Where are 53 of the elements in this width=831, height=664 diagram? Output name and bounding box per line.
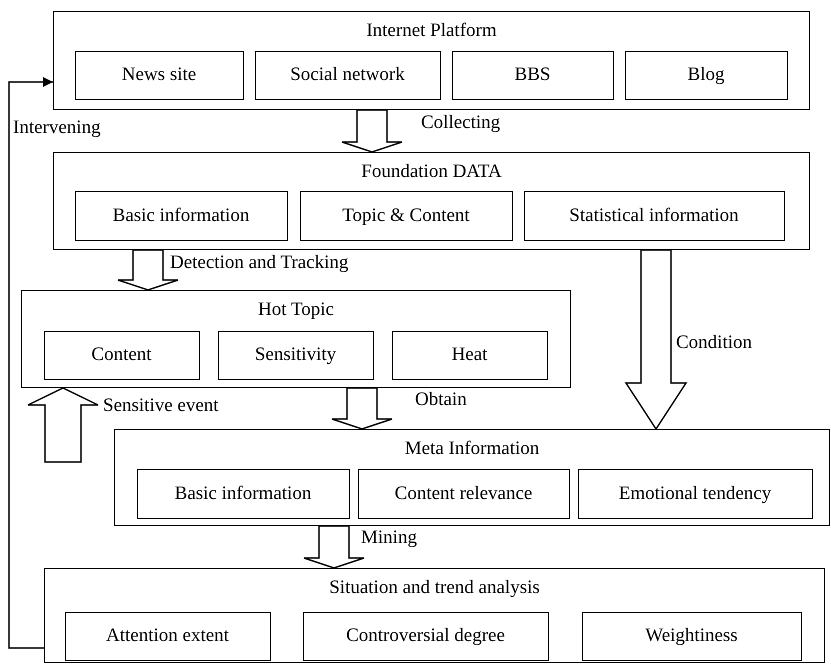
item-label: Weightiness [645, 625, 738, 647]
group-title: Hot Topic [257, 299, 335, 321]
item-label: Basic information [174, 482, 312, 504]
group-box [53, 11, 810, 110]
item-label: Attention extent [106, 625, 229, 647]
item-box [64, 612, 270, 660]
block-arrow [303, 525, 365, 569]
group-title: Meta Information [404, 438, 540, 460]
item-box [624, 50, 788, 100]
edge-label: Collecting [421, 112, 500, 134]
item-box [74, 50, 244, 100]
item-box [358, 468, 570, 518]
group-title: Situation and trend analysis [328, 577, 541, 599]
item-label: Heat [452, 344, 488, 366]
item-box [254, 50, 440, 100]
item-label: Social network [290, 64, 405, 86]
item-label: News site [122, 64, 196, 86]
item-box [218, 330, 374, 380]
item-label: Content [91, 344, 152, 366]
block-arrow [27, 387, 99, 463]
item-label: Controversial degree [346, 625, 505, 647]
block-arrow [117, 249, 179, 291]
item-label: Basic information [112, 204, 250, 226]
item-box [578, 468, 812, 518]
group-title: Foundation DATA [360, 161, 503, 183]
group-box [53, 152, 810, 250]
group-box [44, 568, 825, 663]
item-box [44, 330, 200, 380]
block-arrow [624, 249, 688, 430]
group-box [114, 429, 830, 526]
group-title: Internet Platform [365, 20, 498, 42]
edge-label: Intervening [13, 117, 101, 139]
item-label: Blog [688, 64, 724, 86]
item-box [524, 190, 784, 240]
item-box [452, 50, 614, 100]
item-box [300, 190, 512, 240]
group-box [21, 290, 571, 388]
item-label: Sensitivity [254, 344, 336, 366]
item-box [302, 612, 548, 660]
item-label: Emotional tendency [618, 482, 772, 504]
item-box [136, 468, 350, 518]
block-arrow [331, 387, 393, 430]
block-arrow [341, 109, 403, 153]
edge-label: Detection and Tracking [170, 252, 348, 274]
item-label: BBS [514, 64, 550, 86]
item-label: Content relevance [394, 482, 532, 504]
item-label: Topic & Content [342, 204, 470, 226]
item-box [392, 330, 548, 380]
item-box [74, 190, 288, 240]
arrow [8, 77, 53, 649]
item-label: Statistical information [569, 204, 739, 226]
edge-label: Mining [361, 527, 417, 549]
item-box [582, 612, 802, 660]
